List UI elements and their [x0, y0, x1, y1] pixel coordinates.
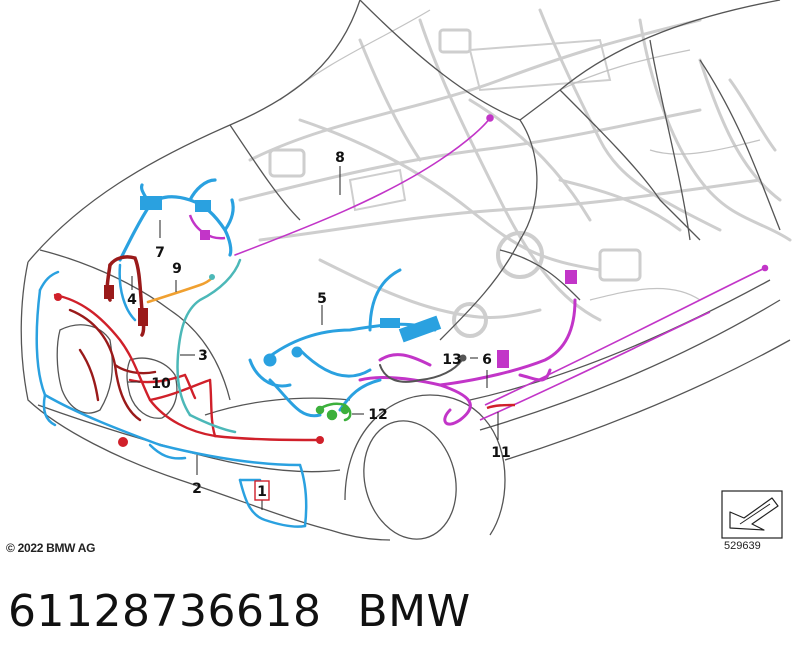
harness-10 [68, 308, 157, 422]
callout-4: 4 [127, 292, 137, 308]
harness-12 [315, 402, 352, 422]
car-body-outline [20, 0, 791, 541]
part-number: 61128736618 [8, 586, 322, 637]
background-harness [238, 8, 792, 338]
callout-9: 9 [172, 261, 182, 277]
callout-2: 2 [192, 481, 202, 497]
callout-1: 1 [257, 484, 267, 500]
harness-11-red [486, 403, 516, 410]
harness-7 [118, 178, 235, 262]
drawing-number: 529639 [724, 540, 761, 552]
callout-7: 7 [155, 245, 165, 261]
highlight-box-1 [254, 480, 270, 501]
copyright-text: © 2022 BMW AG [6, 541, 96, 555]
callout-6: 6 [482, 352, 492, 368]
harness-11 [479, 264, 769, 421]
harness-8 [234, 114, 494, 256]
callout-labels: 1 2 3 4 5 6 7 8 9 10 11 12 13 [127, 150, 511, 501]
arrow-direction-icon [721, 490, 783, 539]
callout-8: 8 [335, 150, 345, 166]
callout-11: 11 [491, 445, 510, 461]
callout-5: 5 [317, 291, 327, 307]
callout-10: 10 [151, 376, 171, 392]
harness-9 [146, 274, 215, 304]
harness-7-magenta [188, 214, 226, 240]
leader-lines [128, 166, 499, 510]
harness-red-front [53, 293, 324, 447]
harness-13 [379, 354, 467, 383]
harness-5 [248, 268, 442, 418]
part-caption: 61128736618 BMW [8, 586, 471, 637]
harness-6 [358, 270, 577, 426]
callout-3: 3 [198, 348, 208, 364]
wiring-harness-diagram: 1 2 3 4 5 6 7 8 9 10 11 12 13 [20, 0, 792, 541]
callout-13: 13 [442, 352, 461, 368]
harness-3 [176, 258, 242, 434]
callout-12: 12 [368, 407, 387, 423]
brand-name: BMW [357, 586, 471, 637]
harness-4 [104, 255, 148, 337]
harness-2 [35, 263, 308, 528]
